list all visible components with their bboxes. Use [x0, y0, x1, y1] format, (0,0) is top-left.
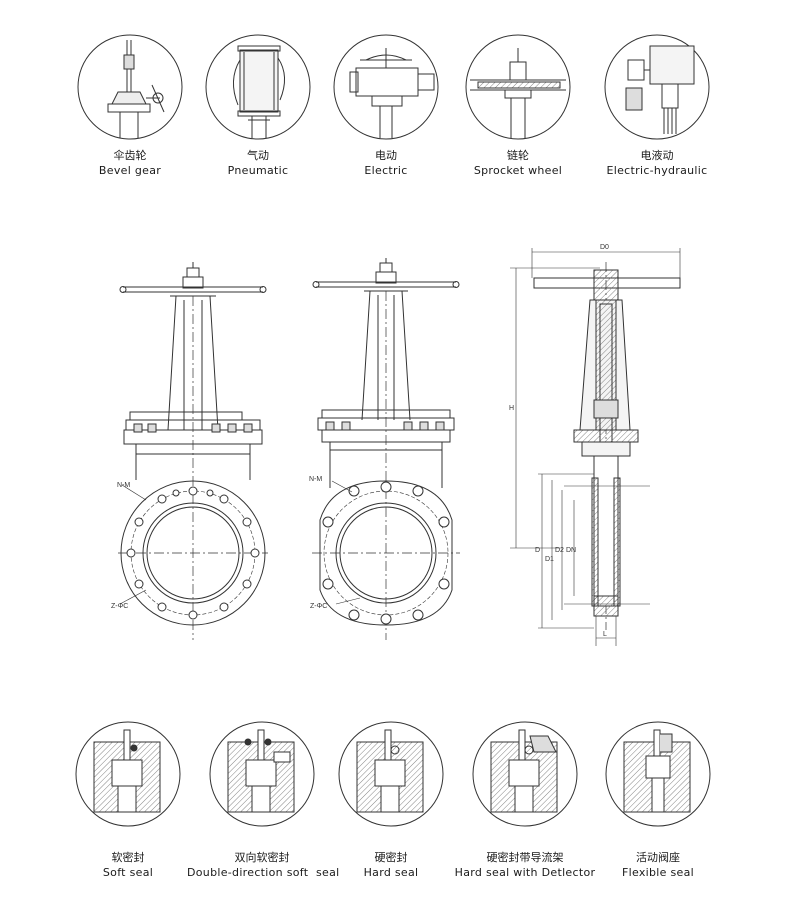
caption-hard-seal-with-deflector: 硬密封带导流架 Hard seal with Detlector	[450, 850, 600, 880]
caption-en: Electric-hydraulic	[606, 164, 708, 177]
caption-zh: 链轮	[507, 149, 529, 162]
dim-label-nm-center: N-M	[309, 476, 322, 483]
dim-label-nm-left: N-M	[117, 482, 130, 489]
caption-zh: 硬密封	[374, 851, 408, 864]
caption-zh: 硬密封带导流架	[486, 851, 564, 864]
seal-soft-figure	[75, 721, 181, 827]
caption-zh: 双向软密封	[234, 851, 290, 864]
actuator-sprocket-wheel-figure	[465, 34, 571, 140]
caption-soft-seal: 软密封 Soft seal	[53, 850, 203, 880]
actuator-pneumatic-figure	[205, 34, 311, 140]
seal-hard-figure	[338, 721, 444, 827]
caption-zh: 电液动	[640, 149, 674, 162]
caption-pneumatic: 气动 Pneumatic	[183, 148, 333, 178]
dim-label-zc-center: Z-ΦC	[310, 603, 327, 610]
caption-zh: 气动	[247, 149, 269, 162]
caption-zh: 活动阀座	[636, 851, 680, 864]
caption-zh: 伞齿轮	[113, 149, 147, 162]
caption-flexible-seal: 活动阀座 Flexible seal	[583, 850, 733, 880]
dim-label-zc-left: Z-ΦC	[111, 603, 128, 610]
dim-label-h: H	[509, 405, 514, 412]
caption-en: Double-direction soft seal	[187, 866, 340, 879]
valve-front-view-left	[118, 262, 268, 640]
caption-hard-seal: 硬密封 Hard seal	[316, 850, 466, 880]
caption-en: Hard seal	[363, 866, 419, 879]
dim-label-d2: D2	[555, 547, 564, 554]
dim-label-d: D	[535, 547, 540, 554]
caption-zh: 电动	[375, 149, 397, 162]
caption-en: Electric	[364, 164, 408, 177]
caption-en: Flexible seal	[621, 866, 695, 879]
caption-en: Soft seal	[102, 866, 154, 879]
actuator-bevel-gear-figure	[77, 34, 183, 140]
caption-zh: 软密封	[111, 851, 145, 864]
actuator-electric-figure	[333, 34, 439, 140]
dim-label-d0: D0	[600, 244, 609, 251]
dim-label-d1: D1	[545, 556, 554, 563]
caption-bevel-gear: 伞齿轮 Bevel gear	[55, 148, 205, 178]
caption-double-direction-soft-seal: 双向软密封 Double-direction soft seal	[187, 850, 340, 880]
caption-sprocket-wheel: 链轮 Sprocket wheel	[443, 148, 593, 178]
seal-hard-with-deflector-figure	[472, 721, 578, 827]
dim-label-l: L	[603, 631, 607, 638]
caption-en: Pneumatic	[227, 164, 289, 177]
seal-flexible-figure	[605, 721, 711, 827]
caption-en: Hard seal with Detlector	[454, 866, 596, 879]
caption-electric-hydraulic: 电液动 Electric-hydraulic	[582, 148, 732, 178]
caption-en: Bevel gear	[98, 164, 162, 177]
caption-en: Sprocket wheel	[473, 164, 563, 177]
dim-label-dn: DN	[566, 547, 576, 554]
actuator-electric-hydraulic-figure	[604, 34, 710, 140]
seal-double-direction-soft-figure	[209, 721, 315, 827]
valve-side-section-view	[510, 248, 681, 646]
caption-electric: 电动 Electric	[311, 148, 461, 178]
valve-front-view-center	[312, 258, 460, 640]
